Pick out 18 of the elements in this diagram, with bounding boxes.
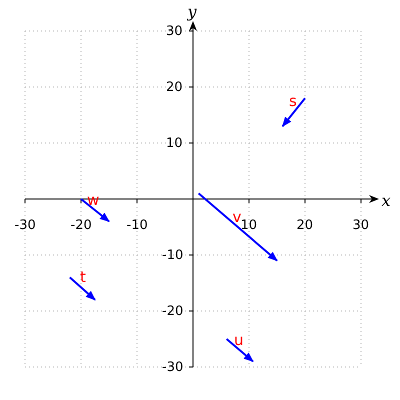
tick-label: -30 bbox=[162, 360, 184, 374]
tick-label: 20 bbox=[166, 80, 183, 94]
vector-label: v bbox=[232, 210, 242, 224]
axis-label: x bbox=[382, 193, 391, 209]
tick-label: 30 bbox=[166, 24, 183, 38]
vector-label: t bbox=[80, 270, 86, 284]
axis-label: y bbox=[188, 4, 197, 20]
tick-label: 30 bbox=[352, 218, 370, 232]
tick-label: -10 bbox=[162, 248, 184, 262]
tick-label: -30 bbox=[14, 218, 36, 232]
tick-label: 10 bbox=[240, 218, 258, 232]
tick-label: -20 bbox=[162, 304, 184, 318]
tick-label: 10 bbox=[166, 136, 183, 150]
vector-label: u bbox=[234, 332, 244, 348]
tick-label: -10 bbox=[126, 218, 148, 232]
vector-label: s bbox=[289, 94, 297, 108]
tick-label: -20 bbox=[70, 218, 92, 232]
tick-label: 20 bbox=[296, 218, 314, 232]
